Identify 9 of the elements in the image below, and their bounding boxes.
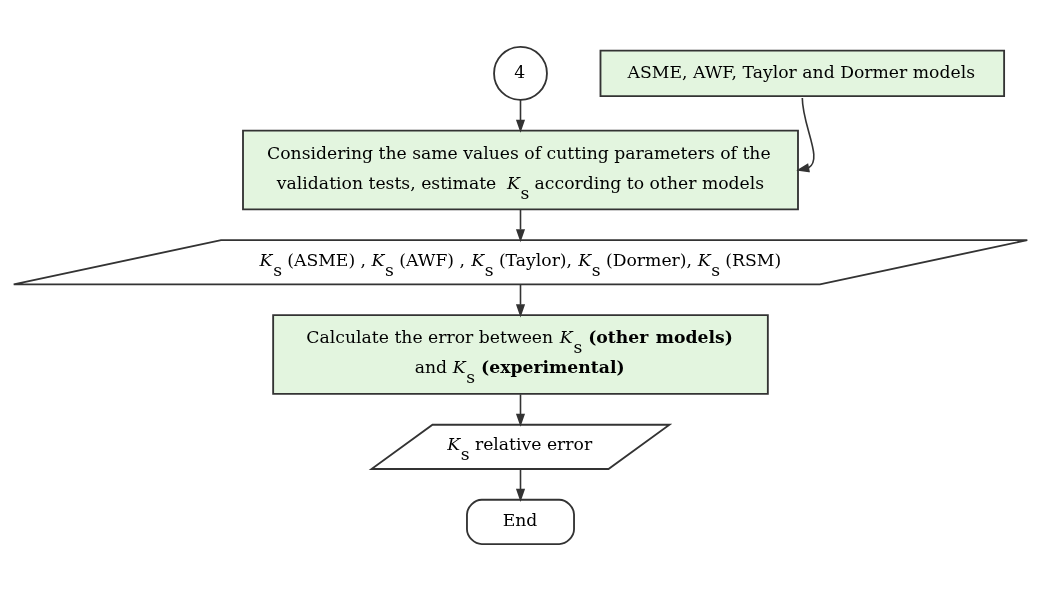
node-circle: 4 [493, 45, 548, 101]
arrow [515, 208, 526, 242]
arrow [515, 98, 526, 133]
arrow [515, 467, 526, 502]
arrow [796, 96, 815, 172]
node-box: End [466, 498, 575, 545]
arrow [515, 283, 526, 317]
arrow [515, 393, 526, 427]
node-box: ASME, AWF, Taylor and Dormer models [599, 49, 1006, 97]
